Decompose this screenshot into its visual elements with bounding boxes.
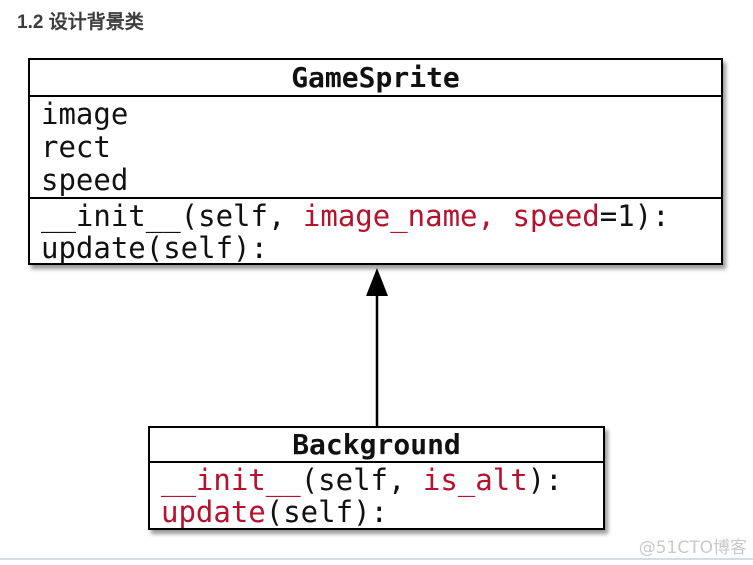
page-title: 1.2 设计背景类 — [17, 12, 144, 33]
code-segment: ): — [527, 463, 563, 497]
code-segment: speed — [512, 199, 600, 233]
method-line: update(self): — [161, 496, 603, 528]
background-methods-section: __init__(self, is_alt):update(self): — [150, 463, 603, 528]
method-line: update(self): — [41, 232, 721, 264]
code-segment: __init__(self, — [41, 199, 303, 233]
method-line: __init__(self, is_alt): — [161, 464, 603, 496]
code-segment: (self): — [265, 495, 388, 529]
code-segment: is_alt — [422, 463, 528, 497]
class-box-background: Background __init__(self, is_alt):update… — [148, 426, 605, 530]
attribute-line: speed — [41, 163, 129, 197]
code-segment: =1): — [599, 199, 670, 233]
code-segment: update(self): — [41, 231, 268, 265]
code-segment: __init__ — [161, 463, 301, 497]
attribute-line: image — [41, 97, 129, 131]
code-segment: update — [161, 495, 266, 529]
class-name-gamesprite: GameSprite — [30, 60, 721, 97]
attribute-line: rect — [41, 130, 111, 164]
class-name-background: Background — [150, 428, 603, 463]
method-line: __init__(self, image_name, speed=1): — [41, 200, 721, 232]
code-segment: (self, — [300, 463, 423, 497]
code-segment — [495, 199, 512, 233]
bottom-divider — [0, 558, 753, 560]
inheritance-arrow-icon — [366, 268, 388, 428]
gamesprite-methods-section: __init__(self, image_name, speed=1):upda… — [30, 199, 721, 264]
watermark: @51CTO博客 — [638, 538, 747, 558]
code-segment: image_name, — [302, 199, 495, 233]
